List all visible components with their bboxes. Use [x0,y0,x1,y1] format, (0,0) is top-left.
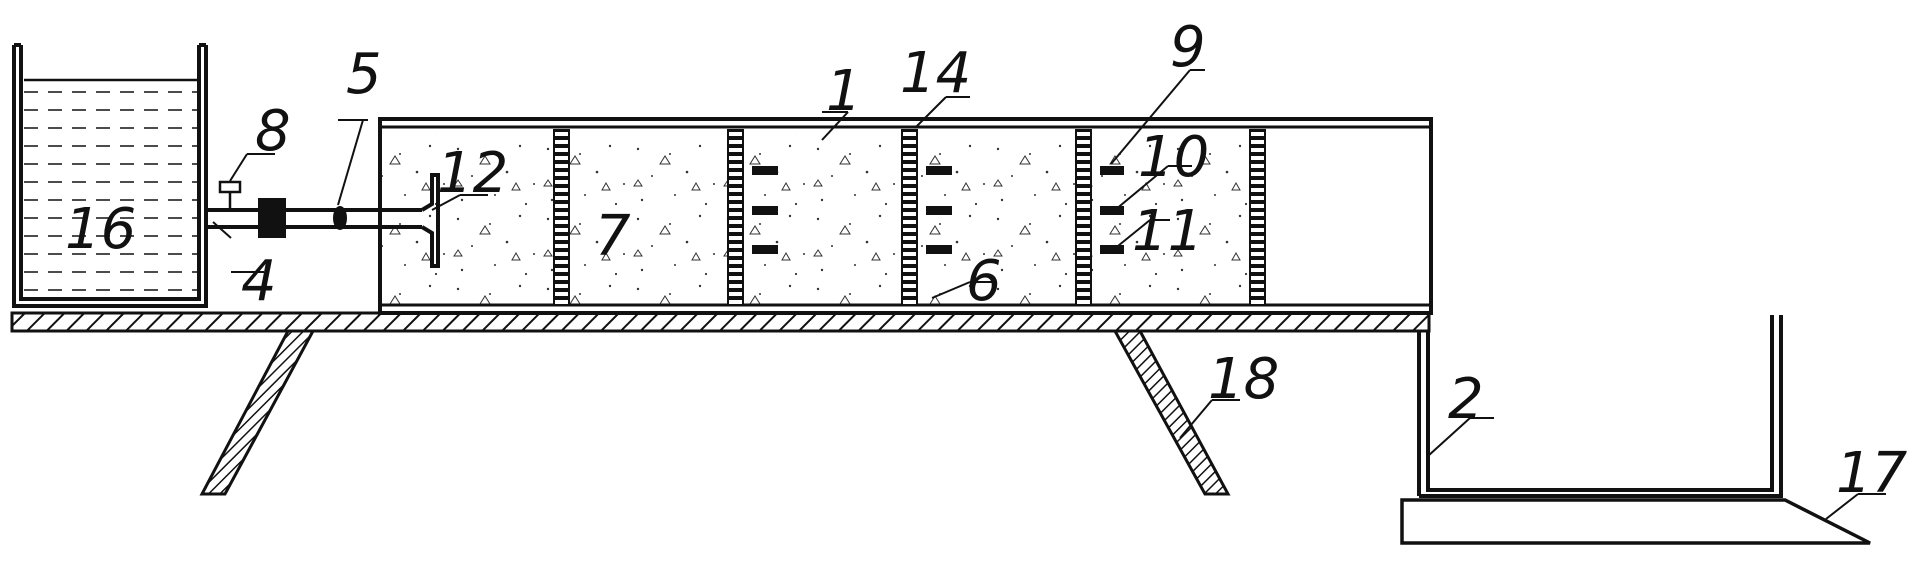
label-12: 12 [437,141,508,206]
water-tank [14,45,206,306]
label-17: 17 [1836,441,1908,506]
label-7: 7 [595,204,631,269]
label-2: 2 [1448,367,1484,432]
label-9: 9 [1170,15,1206,80]
collector-tray [1402,500,1870,543]
label-4: 4 [241,249,277,314]
base-plate [12,313,1429,331]
label-1: 1 [826,59,862,124]
label-10: 10 [1138,125,1209,190]
reference-labels: 1 2 4 5 6 7 8 9 10 11 12 14 16 17 18 [65,15,1908,506]
label-11: 11 [1132,199,1203,264]
support-legs [202,331,1228,494]
label-16: 16 [65,197,136,262]
label-5: 5 [346,42,382,107]
label-8: 8 [255,99,291,164]
label-14: 14 [900,41,971,106]
label-6: 6 [966,249,1002,314]
label-18: 18 [1208,347,1279,412]
